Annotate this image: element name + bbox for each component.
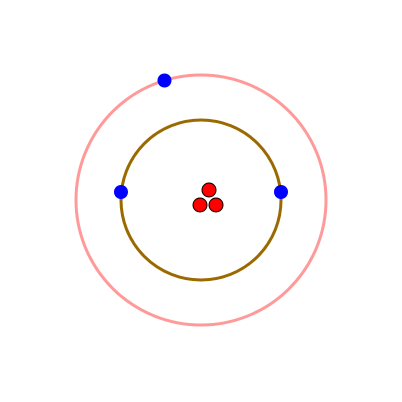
electron-shell-1	[119, 118, 283, 282]
electrons-layer	[114, 73, 288, 199]
electron-shell-2-1	[157, 73, 172, 88]
electron-shell-1-2	[114, 185, 128, 199]
electron-shell-2	[74, 73, 328, 327]
nucleus	[192, 182, 224, 213]
nucleus-particle-1	[201, 182, 217, 198]
nucleus-particle-2	[192, 197, 208, 213]
electron-shell-1-1	[274, 185, 288, 199]
shells-layer	[74, 73, 328, 327]
nucleus-particle-3	[208, 197, 224, 213]
